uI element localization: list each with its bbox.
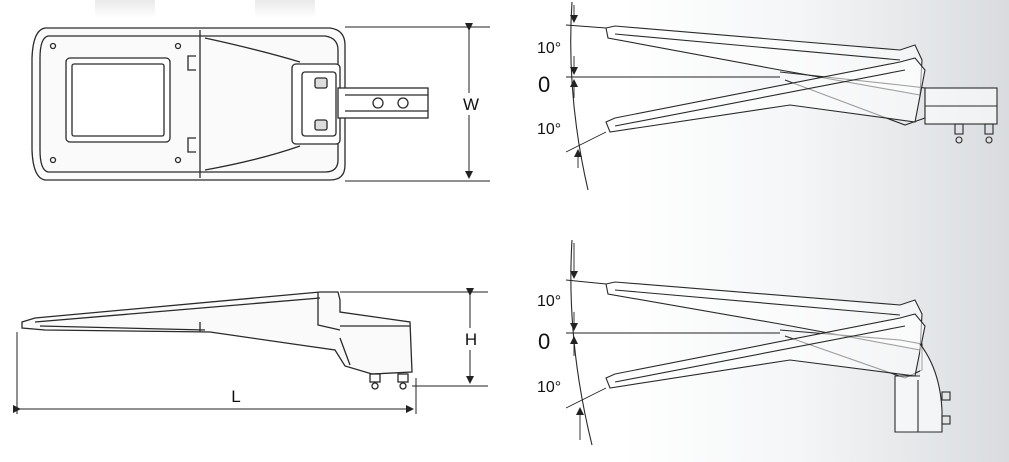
tilt-bottom-reference-lines	[565, 243, 780, 440]
height-label: H	[465, 330, 477, 349]
length-label: L	[231, 387, 240, 406]
height-label-bg	[461, 328, 481, 350]
tilt-top-zero: 0	[538, 72, 550, 97]
tilt-view-bottom	[570, 239, 951, 446]
top-view-luminaire	[31, 27, 429, 181]
tilt-top-lower-angle: 10°	[537, 121, 561, 138]
tilt-bottom-lower-angle: 10°	[537, 379, 561, 396]
side-view-luminaire	[21, 291, 413, 390]
top-smudge-left	[95, 0, 155, 18]
top-smudge-right	[255, 0, 315, 18]
width-label-bg	[460, 93, 482, 115]
tilt-bottom-upper-angle: 10°	[537, 293, 561, 310]
tilt-top-upper-angle: 10°	[537, 40, 561, 57]
length-dimension	[13, 332, 417, 414]
tilt-view-top	[570, 1, 998, 191]
tilt-bottom-zero: 0	[538, 329, 550, 354]
width-label: W	[463, 95, 479, 114]
tilt-top-reference-lines	[565, 5, 780, 168]
